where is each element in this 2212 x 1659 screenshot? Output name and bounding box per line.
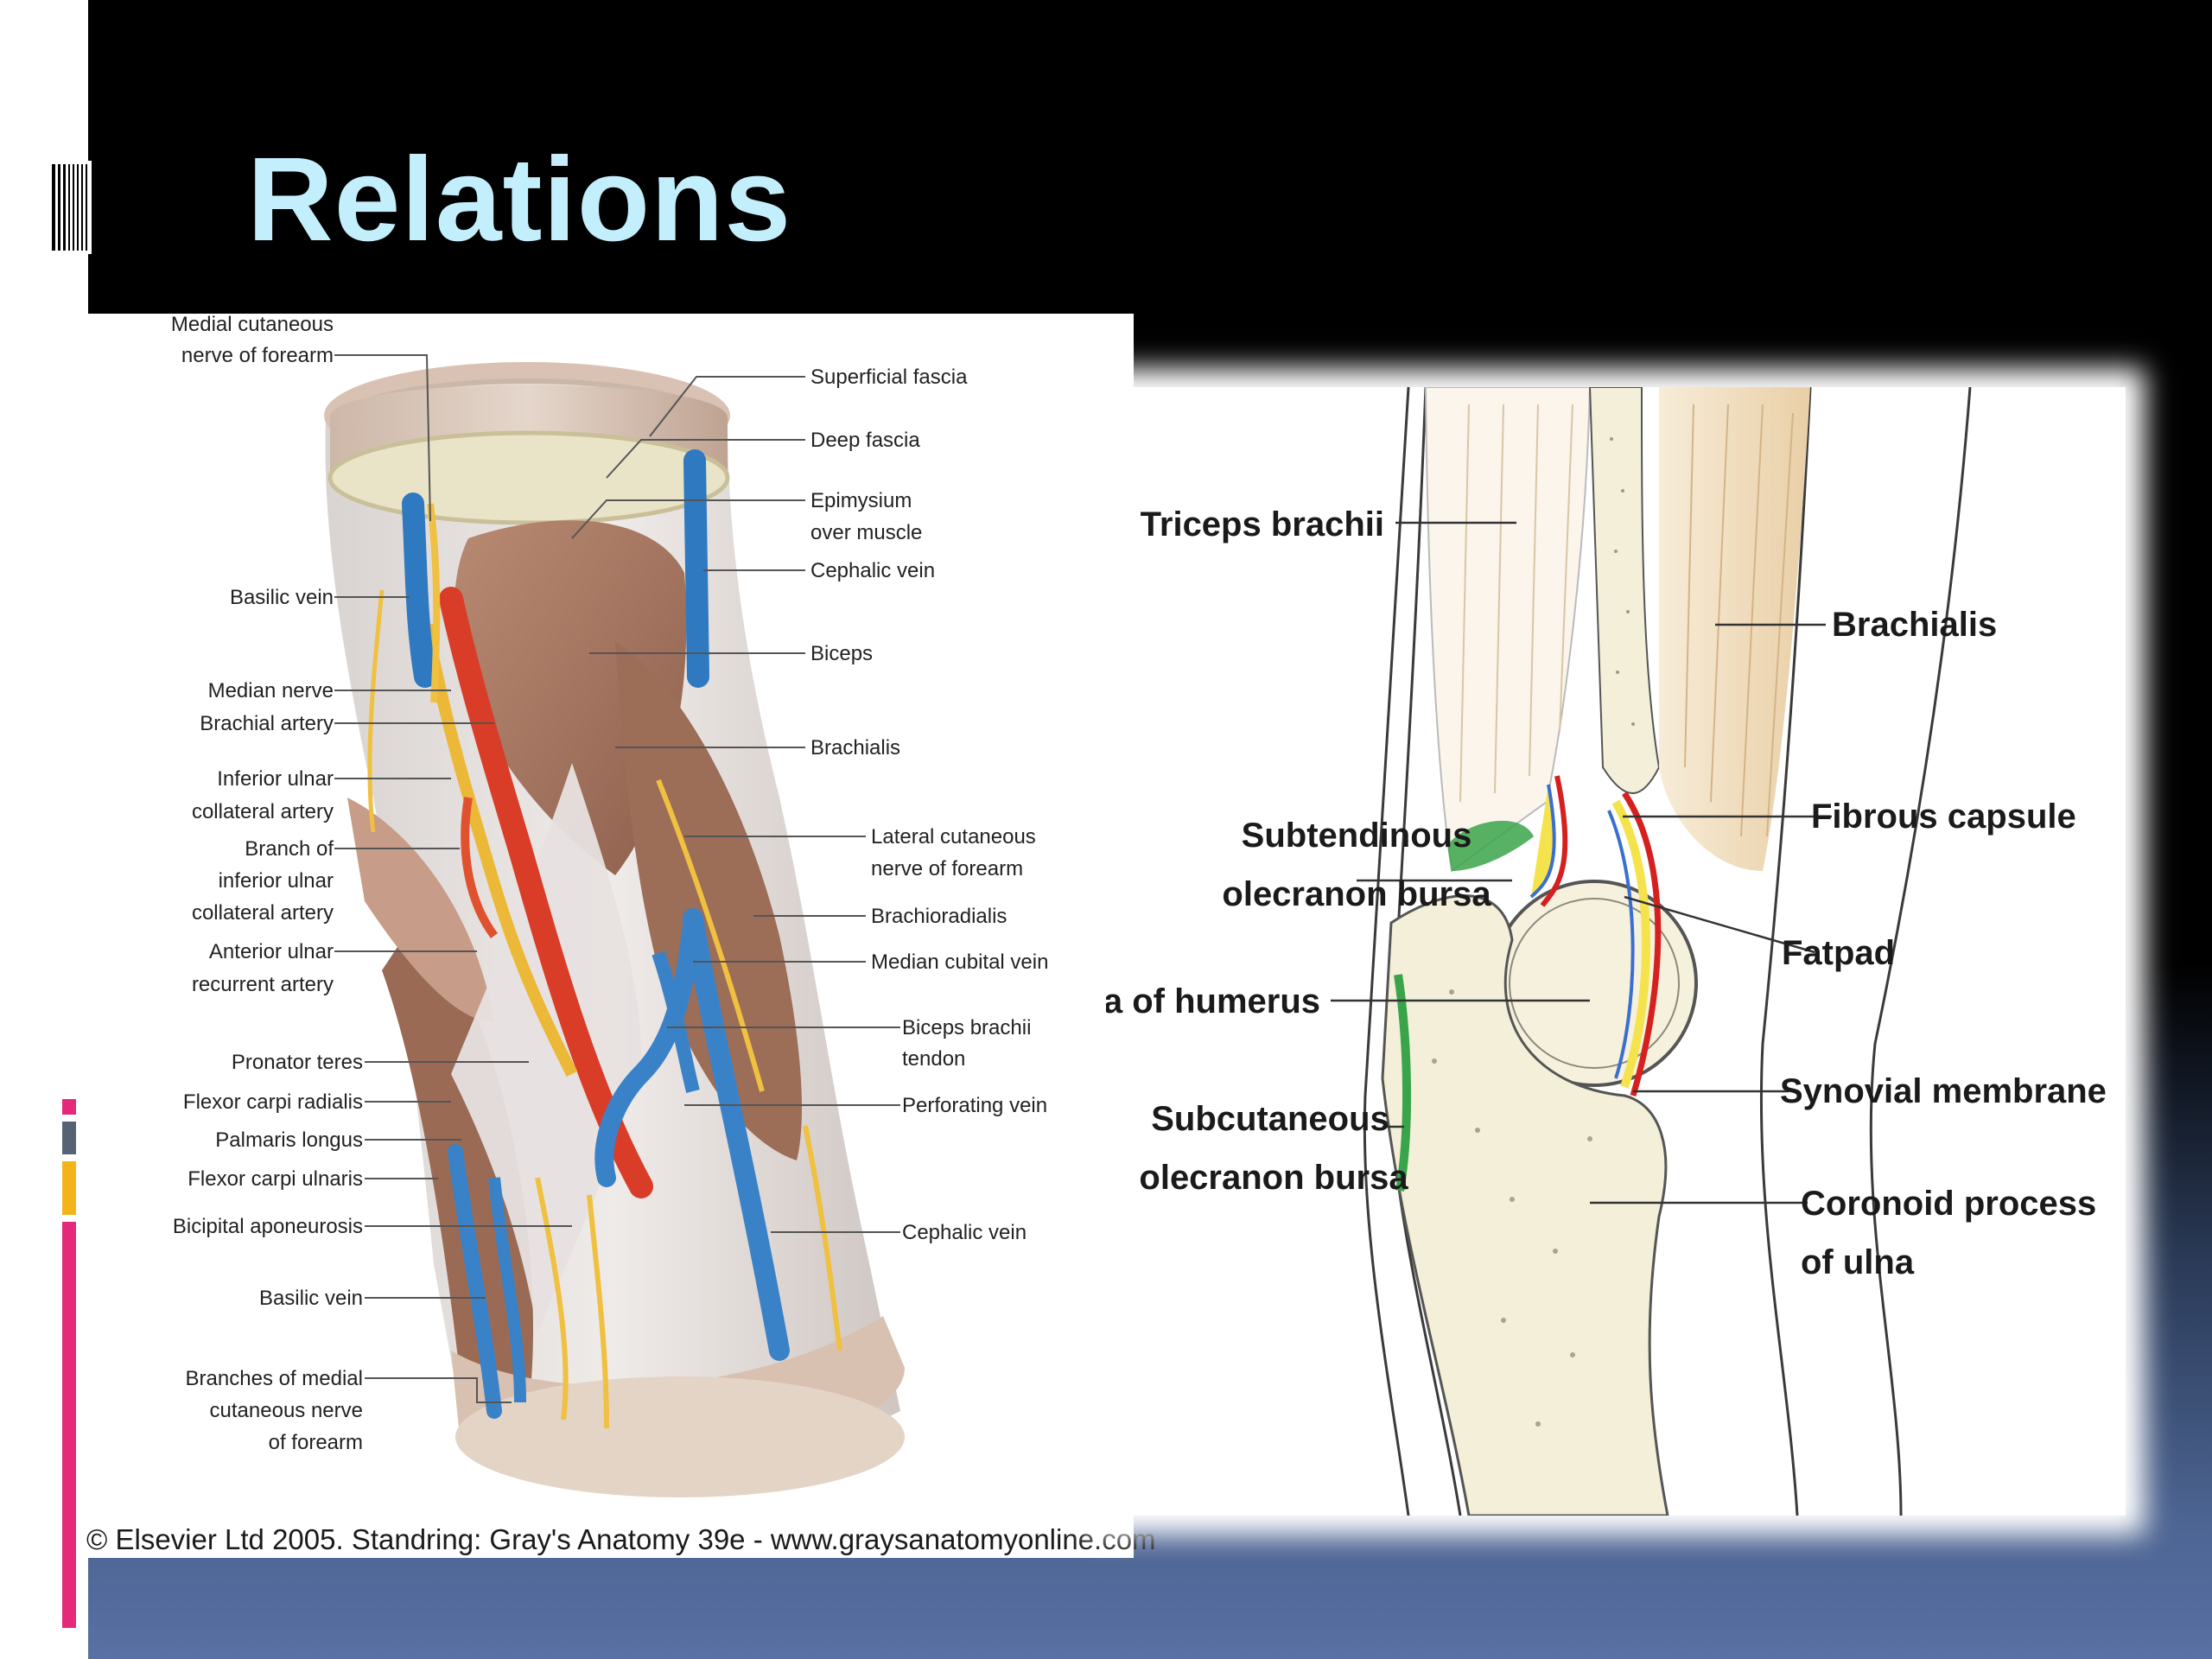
elbow-joint-section-figure: Triceps brachii Brachialis Fibrous capsu… bbox=[1106, 387, 2126, 1516]
elbow-dissection-figure: Medial cutaneous nerve of forearm Basili… bbox=[86, 314, 1156, 1558]
elbow-joint-illustration: Triceps brachii Brachialis Fibrous capsu… bbox=[1106, 387, 2107, 1516]
label-palmaris-longus: Palmaris longus bbox=[215, 1128, 363, 1152]
label-subtendinous-1: Subtendinous bbox=[1242, 817, 1472, 855]
accent-stripe-pink bbox=[62, 1222, 76, 1628]
label-brachial-artery: Brachial artery bbox=[200, 712, 334, 735]
label-inferior-ulnar-2: collateral artery bbox=[192, 800, 334, 823]
label-inferior-ulnar-1: Inferior ulnar bbox=[217, 767, 334, 791]
label-basilic-vein-bottom: Basilic vein bbox=[259, 1287, 363, 1310]
label-pronator-teres: Pronator teres bbox=[232, 1051, 363, 1074]
label-flexor-carpi-radialis: Flexor carpi radialis bbox=[183, 1090, 363, 1114]
label-biceps-tendon-1: Biceps brachii bbox=[902, 1016, 1031, 1039]
label-triceps-brachii: Triceps brachii bbox=[1141, 505, 1384, 543]
label-anterior-ulnar-1: Anterior ulnar bbox=[209, 940, 334, 963]
label-medial-cutaneous-1: Medial cutaneous bbox=[171, 314, 334, 336]
accent-stripe-pink-top bbox=[62, 1099, 76, 1115]
label-trochlea: Trochlea of humerus bbox=[1106, 982, 1320, 1020]
label-deep-fascia: Deep fascia bbox=[810, 429, 920, 452]
title-bars-icon bbox=[48, 161, 92, 254]
label-brachioradialis: Brachioradialis bbox=[871, 905, 1007, 928]
label-branches-medial-2: cutaneous nerve bbox=[210, 1399, 363, 1422]
accent-stripe-yellow bbox=[62, 1161, 76, 1215]
slide-title: Relations bbox=[247, 133, 792, 266]
label-lateral-cutaneous-1: Lateral cutaneous bbox=[871, 825, 1036, 849]
label-fibrous-capsule: Fibrous capsule bbox=[1811, 798, 2076, 836]
label-biceps: Biceps bbox=[810, 642, 873, 665]
label-median-cubital-vein: Median cubital vein bbox=[871, 950, 1048, 974]
label-subcutaneous-1: Subcutaneous bbox=[1151, 1100, 1389, 1138]
label-epimysium-2: over muscle bbox=[810, 521, 922, 544]
elbow-dissection-illustration: Medial cutaneous nerve of forearm Basili… bbox=[171, 314, 1048, 1497]
label-branches-medial-1: Branches of medial bbox=[186, 1367, 363, 1390]
label-synovial-membrane: Synovial membrane bbox=[1780, 1072, 2107, 1110]
label-median-nerve: Median nerve bbox=[208, 679, 334, 702]
label-branch-3: collateral artery bbox=[192, 901, 334, 925]
label-subcutaneous-2: olecranon bursa bbox=[1139, 1159, 1408, 1197]
label-perforating-vein: Perforating vein bbox=[902, 1094, 1047, 1117]
label-branch-2: inferior ulnar bbox=[219, 869, 334, 893]
image-credit: © Elsevier Ltd 2005. Standring: Gray's A… bbox=[86, 1523, 1156, 1555]
label-branch-1: Branch of bbox=[245, 837, 334, 861]
label-medial-cutaneous-2: nerve of forearm bbox=[181, 344, 334, 367]
label-flexor-carpi-ulnaris: Flexor carpi ulnaris bbox=[188, 1167, 363, 1191]
label-biceps-tendon-2: tendon bbox=[902, 1047, 965, 1071]
label-basilic-vein-top: Basilic vein bbox=[230, 586, 334, 609]
label-epimysium-1: Epimysium bbox=[810, 489, 912, 512]
label-fatpad: Fatpad bbox=[1782, 934, 1895, 972]
label-brachialis-left-fig: Brachialis bbox=[810, 736, 900, 760]
label-lateral-cutaneous-2: nerve of forearm bbox=[871, 857, 1023, 880]
label-anterior-ulnar-2: recurrent artery bbox=[192, 973, 334, 996]
label-coronoid-2: of ulna bbox=[1801, 1243, 1915, 1281]
label-superficial-fascia: Superficial fascia bbox=[810, 365, 968, 389]
label-branches-medial-3: of forearm bbox=[269, 1431, 363, 1454]
label-bicipital-aponeurosis: Bicipital aponeurosis bbox=[173, 1215, 363, 1238]
label-coronoid-1: Coronoid process bbox=[1801, 1185, 2096, 1223]
label-brachialis-right-fig: Brachialis bbox=[1832, 606, 1997, 644]
label-cephalic-vein-bottom: Cephalic vein bbox=[902, 1221, 1027, 1244]
label-cephalic-vein-top: Cephalic vein bbox=[810, 559, 935, 582]
label-subtendinous-2: olecranon bursa bbox=[1222, 875, 1491, 913]
accent-stripe-gray bbox=[62, 1122, 76, 1154]
